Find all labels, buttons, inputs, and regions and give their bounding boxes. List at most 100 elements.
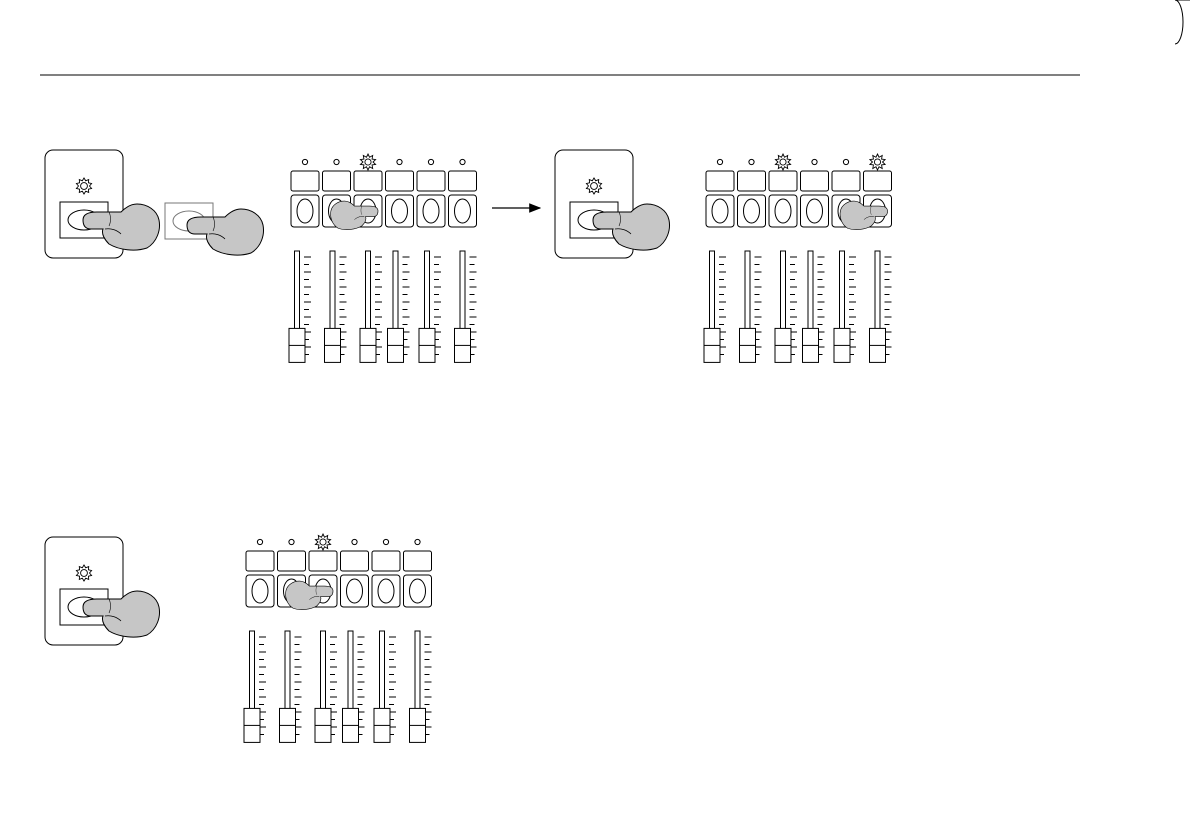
flash-button-cap xyxy=(807,199,823,223)
hand-outline xyxy=(593,204,670,250)
fader[interactable] xyxy=(704,251,726,362)
channel-2 xyxy=(323,159,351,362)
fader[interactable] xyxy=(775,251,797,362)
led-off-icon xyxy=(352,539,357,544)
flash-button[interactable] xyxy=(769,195,797,227)
led-off-icon xyxy=(812,159,817,164)
flash-button[interactable] xyxy=(738,195,766,227)
channel-6 xyxy=(449,159,477,362)
channel-4 xyxy=(341,539,369,742)
led-lit-star-icon xyxy=(775,154,790,170)
select-button xyxy=(417,171,445,191)
fader[interactable] xyxy=(280,631,302,742)
flash-button[interactable] xyxy=(706,195,734,227)
select-button xyxy=(309,551,337,571)
select-button xyxy=(372,551,400,571)
pointing-hand-icon xyxy=(83,204,160,250)
diagram-step-1 xyxy=(45,150,540,362)
fader[interactable] xyxy=(455,251,477,362)
page-corner-mark xyxy=(1175,0,1190,44)
led-lit-star-icon xyxy=(870,154,885,170)
flash-button[interactable] xyxy=(417,195,445,227)
fader[interactable] xyxy=(803,251,825,362)
fader[interactable] xyxy=(315,631,337,742)
flash-button[interactable] xyxy=(449,195,477,227)
flash-button[interactable] xyxy=(291,195,319,227)
channel-1 xyxy=(704,159,734,362)
channel-1 xyxy=(289,159,319,362)
select-button xyxy=(801,171,829,191)
fader[interactable] xyxy=(289,251,311,362)
select-button xyxy=(449,171,477,191)
channel-block xyxy=(244,534,432,742)
fader[interactable] xyxy=(410,631,432,742)
select-button xyxy=(246,551,274,571)
fader[interactable] xyxy=(740,251,762,362)
channel-block xyxy=(289,154,477,362)
select-button xyxy=(386,171,414,191)
flash-button-cap xyxy=(423,199,439,223)
fader[interactable] xyxy=(870,251,892,362)
led-lit-star-icon xyxy=(76,565,91,581)
fader[interactable] xyxy=(419,251,441,362)
led-lit-star-icon xyxy=(76,178,91,194)
flash-button-frame xyxy=(341,575,369,607)
flash-button-cap xyxy=(378,579,394,603)
diagram-step-3 xyxy=(45,534,432,742)
select-button xyxy=(323,171,351,191)
led-core xyxy=(874,159,880,165)
led-lit-star-icon xyxy=(586,178,601,194)
led-core xyxy=(320,539,326,545)
flash-button-frame xyxy=(246,575,274,607)
flash-button[interactable] xyxy=(341,575,369,607)
channel-4 xyxy=(386,159,414,362)
fader[interactable] xyxy=(360,251,382,362)
select-button xyxy=(769,171,797,191)
channel-2 xyxy=(278,539,306,742)
led-core xyxy=(780,159,786,165)
channel-6 xyxy=(864,154,892,362)
fader[interactable] xyxy=(834,251,856,362)
flash-button[interactable] xyxy=(801,195,829,227)
flash-button[interactable] xyxy=(404,575,432,607)
channel-1 xyxy=(244,539,274,742)
flash-button[interactable] xyxy=(246,575,274,607)
channel-4 xyxy=(801,159,829,362)
fader[interactable] xyxy=(388,251,410,362)
led-off-icon xyxy=(257,539,262,544)
diagrams xyxy=(45,150,892,742)
flash-button-frame xyxy=(706,195,734,227)
channel-block xyxy=(704,154,892,362)
flash-button-cap xyxy=(392,199,408,223)
led-core xyxy=(81,183,88,190)
fader[interactable] xyxy=(325,251,347,362)
flash-button-frame xyxy=(372,575,400,607)
flash-button-cap xyxy=(455,199,471,223)
led-off-icon xyxy=(428,159,433,164)
select-button xyxy=(832,171,860,191)
fader[interactable] xyxy=(244,631,266,742)
flash-button-cap xyxy=(775,199,791,223)
flash-button[interactable] xyxy=(386,195,414,227)
led-core xyxy=(591,183,598,190)
flash-button-frame xyxy=(449,195,477,227)
led-off-icon xyxy=(415,539,420,544)
flash-button-frame xyxy=(738,195,766,227)
led-core xyxy=(365,159,371,165)
pointing-hand-icon xyxy=(187,209,264,255)
led-off-icon xyxy=(383,539,388,544)
fader[interactable] xyxy=(343,631,365,742)
select-button xyxy=(706,171,734,191)
pointing-hand-icon xyxy=(83,591,160,637)
led-core xyxy=(81,570,88,577)
fader[interactable] xyxy=(374,631,396,742)
led-off-icon xyxy=(843,159,848,164)
flash-button-cap xyxy=(347,579,363,603)
diagram-step-2 xyxy=(555,150,892,362)
flash-button[interactable] xyxy=(372,575,400,607)
hand-outline xyxy=(187,209,264,255)
hand-outline xyxy=(83,591,160,637)
flash-button-frame xyxy=(386,195,414,227)
flash-button-frame xyxy=(417,195,445,227)
led-off-icon xyxy=(717,159,722,164)
